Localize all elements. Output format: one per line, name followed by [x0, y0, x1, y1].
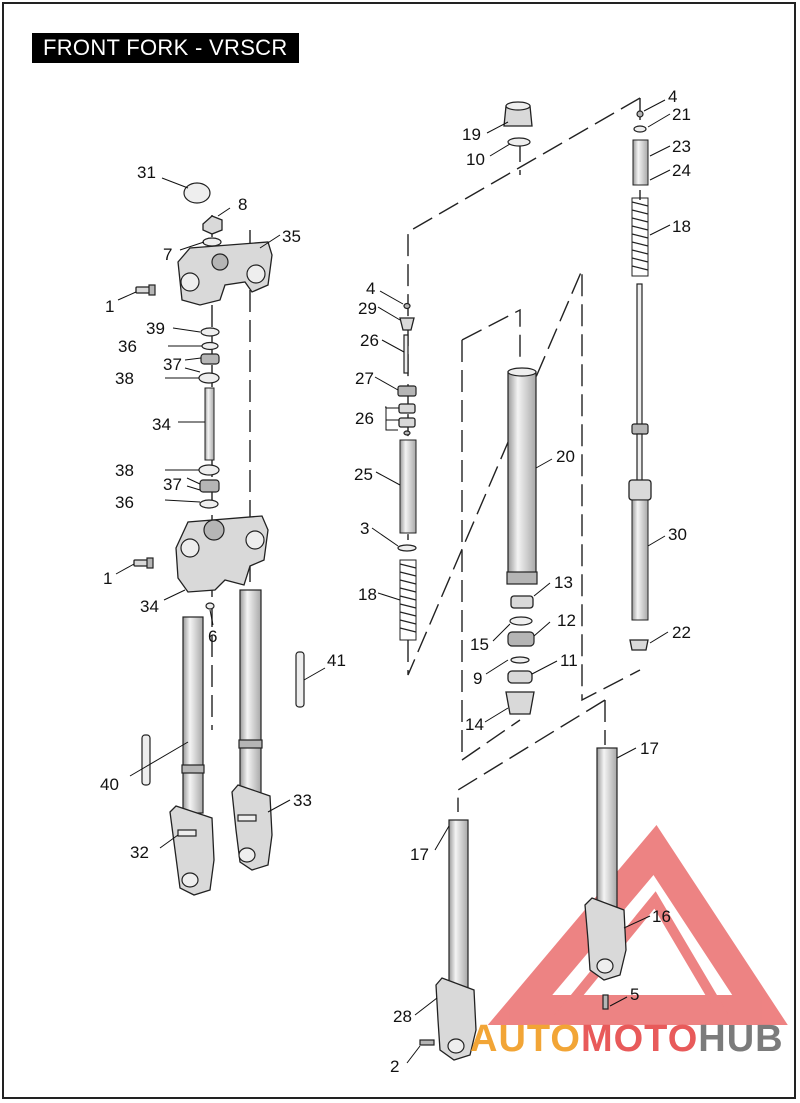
- pinch-bolt-upper: [135, 284, 156, 296]
- callout-34-stem: 34: [152, 415, 171, 434]
- callout-34-bracket: 34: [140, 597, 159, 616]
- callout-19: 19: [462, 125, 481, 144]
- callout-26-upper: 26: [360, 331, 379, 350]
- callout-1-lower: 1: [103, 569, 112, 588]
- callout-3: 3: [360, 519, 369, 538]
- slider-center: [419, 819, 477, 1061]
- cartridge-top-parts: [632, 110, 649, 186]
- damper-adjuster-parts: [397, 302, 417, 436]
- callout-22: 22: [672, 623, 691, 642]
- callout-36-upper: 36: [118, 337, 137, 356]
- watermark-moto: MOTO: [580, 1018, 699, 1060]
- callout-8: 8: [238, 195, 247, 214]
- callout-6: 6: [208, 627, 217, 646]
- callout-18-upper: 18: [672, 217, 691, 236]
- fork-cap: [503, 101, 533, 147]
- callout-31: 31: [137, 163, 156, 182]
- callout-39: 39: [146, 319, 165, 338]
- fork-spring-lower: [399, 559, 417, 641]
- damper-cartridge: [628, 283, 652, 651]
- callout-20: 20: [556, 447, 575, 466]
- watermark-triangle-icon: [487, 824, 788, 1025]
- steering-bearing-stack-lower: [198, 464, 220, 509]
- callout-28: 28: [393, 1007, 412, 1026]
- callout-9: 9: [473, 669, 482, 688]
- reflector-right: [295, 651, 305, 708]
- callout-1-upper: 1: [105, 297, 114, 316]
- fork-tube: [506, 367, 538, 585]
- callout-13: 13: [554, 573, 573, 592]
- steering-bearing-stack-upper: [198, 327, 220, 384]
- callout-40: 40: [100, 775, 119, 794]
- callout-33: 33: [293, 791, 312, 810]
- callout-30: 30: [668, 525, 687, 544]
- callout-35: 35: [282, 227, 301, 246]
- tube-seals-bushings: [505, 595, 535, 715]
- callout-37-lower: 37: [163, 475, 182, 494]
- callout-7: 7: [163, 245, 172, 264]
- callout-5: 5: [630, 985, 639, 1004]
- spacer-washer: [397, 544, 417, 552]
- callout-37-upper: 37: [163, 355, 182, 374]
- callout-16: 16: [652, 907, 671, 926]
- o-ring-6: [205, 602, 215, 610]
- callout-2: 2: [390, 1057, 399, 1076]
- callout-17-right: 17: [640, 739, 659, 758]
- callout-29: 29: [358, 299, 377, 318]
- steering-stem: [204, 387, 215, 461]
- callout-18-lower: 18: [358, 585, 377, 604]
- callout-15: 15: [470, 635, 489, 654]
- upper-fork-bracket: [177, 241, 273, 306]
- callout-32: 32: [130, 843, 149, 862]
- leader-lines: [115, 99, 671, 1064]
- callout-14: 14: [465, 715, 484, 734]
- lower-fork-bracket: [175, 515, 269, 593]
- callout-11: 11: [560, 651, 578, 670]
- callout-26-lower: 26: [355, 409, 374, 428]
- callout-4-mid: 4: [366, 279, 375, 298]
- pinch-bolt-lower: [133, 557, 154, 569]
- callout-4-top: 4: [668, 87, 677, 106]
- cap-plug: [183, 182, 211, 204]
- watermark-logo: AUTOMOTOHUB: [470, 1018, 784, 1061]
- fork-spring-upper: [631, 197, 649, 277]
- watermark-hub: HUB: [698, 1018, 784, 1060]
- right-fork-leg: [231, 589, 273, 871]
- callout-21: 21: [672, 105, 691, 124]
- watermark-auto: AUTO: [470, 1018, 581, 1060]
- callout-10: 10: [466, 150, 485, 169]
- callout-25: 25: [354, 465, 373, 484]
- callout-labels: 31 8 7 35 1 39 36 37 38 34 38 37 36 1 34…: [100, 87, 691, 1076]
- reflector-left: [141, 734, 151, 786]
- callout-23: 23: [672, 137, 691, 156]
- callout-12: 12: [557, 611, 576, 630]
- callout-38-upper: 38: [115, 369, 134, 388]
- stem-nut: [202, 215, 223, 247]
- left-fork-leg: [169, 616, 215, 896]
- callout-17-center: 17: [410, 845, 429, 864]
- callout-24: 24: [672, 161, 691, 180]
- assembly-lines: [211, 97, 641, 812]
- callout-41: 41: [327, 651, 346, 670]
- slider-right: [584, 747, 627, 1010]
- diagram-title: FRONT FORK - VRSCR: [32, 33, 299, 63]
- spring-spacer: [399, 439, 417, 534]
- callout-36-lower: 36: [115, 493, 134, 512]
- callout-27: 27: [355, 369, 374, 388]
- callout-38-lower: 38: [115, 461, 134, 480]
